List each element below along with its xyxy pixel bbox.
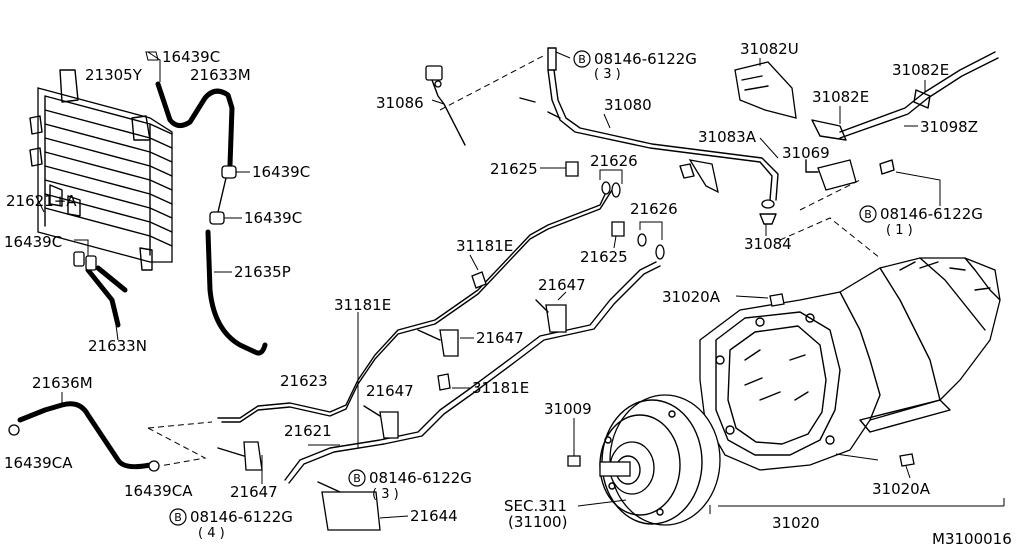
label-08146-bm-qty: ( 3 ) xyxy=(372,487,399,502)
label-31009: 31009 xyxy=(544,400,592,418)
mid-leaders xyxy=(261,254,567,519)
hose-21636m xyxy=(8,392,160,472)
label-21636m: 21636M xyxy=(32,374,93,392)
bolt-badge-top: B xyxy=(573,50,591,68)
tube-clamps xyxy=(217,271,567,531)
label-21626-b: 21626 xyxy=(630,200,678,218)
label-08146-bl-qty: ( 4 ) xyxy=(198,526,225,541)
bolt-badge-right: B xyxy=(859,205,877,223)
label-sec311-ref: (31100) xyxy=(508,513,567,531)
label-21647-bl: 21647 xyxy=(230,483,278,501)
hose-21633n xyxy=(85,265,128,341)
dipstick-31086 xyxy=(425,65,466,146)
label-16439c-left: 16439C xyxy=(4,233,62,251)
label-21633m: 21633M xyxy=(190,66,251,84)
bolt-badge-bl: B xyxy=(169,508,187,526)
label-21635p: 21635P xyxy=(234,263,291,281)
label-21621: 21621 xyxy=(284,422,332,440)
transmission-31020 xyxy=(699,257,1001,479)
hose-21635p xyxy=(205,229,268,356)
label-31084: 31084 xyxy=(744,235,792,253)
label-21633n: 21633N xyxy=(88,337,147,355)
label-21647-a: 21647 xyxy=(538,276,586,294)
label-sec311: SEC.311 xyxy=(504,497,567,515)
label-21621a: 21621+A xyxy=(6,192,77,210)
label-21647-mid: 21647 xyxy=(366,382,414,400)
label-31082e-b: 31082E xyxy=(812,88,869,106)
label-16439ca-left: 16439CA xyxy=(4,454,73,472)
label-16439c-top: 16439C xyxy=(162,48,220,66)
diagram-id: M3100016 xyxy=(932,530,1012,548)
label-21626-a: 21626 xyxy=(590,152,638,170)
clamp-16439c-mid xyxy=(209,165,250,225)
svg-text:B: B xyxy=(864,208,872,221)
label-08146-top: 08146-6122G xyxy=(594,50,697,68)
label-31020a-top: 31020A xyxy=(662,288,721,306)
label-08146-right-qty: ( 1 ) xyxy=(886,223,913,238)
label-08146-right: 08146-6122G xyxy=(880,205,983,223)
label-31181e-r: 31181E xyxy=(472,379,529,397)
label-31069: 31069 xyxy=(782,144,830,162)
filler-tube-31080 xyxy=(519,47,779,236)
label-31080: 31080 xyxy=(604,96,652,114)
label-31086: 31086 xyxy=(376,94,424,112)
label-08146-top-qty: ( 3 ) xyxy=(594,67,621,82)
label-08146-bm: 08146-6122G xyxy=(369,469,472,487)
tube-21623 xyxy=(217,187,613,423)
bolts-and-seals-21625-21626 xyxy=(540,161,695,260)
svg-text:B: B xyxy=(353,472,361,485)
part-labels: 16439C 21305Y 21633M 16439C 16439C 21621… xyxy=(4,40,1012,548)
dashed-connection-lines xyxy=(147,54,881,467)
label-31082e-a: 31082E xyxy=(892,61,949,79)
label-16439ca-right: 16439CA xyxy=(124,482,193,500)
label-31181e-mid: 31181E xyxy=(334,296,391,314)
label-08146-bl: 08146-6122G xyxy=(190,508,293,526)
label-16439c-mid2: 16439C xyxy=(244,209,302,227)
label-21644: 21644 xyxy=(410,507,458,525)
label-31020a-bot: 31020A xyxy=(872,480,931,498)
label-31082u: 31082U xyxy=(740,40,799,58)
bolt-badge-bm: B xyxy=(348,469,366,487)
oil-cooler-21305y xyxy=(29,69,173,271)
label-31083a: 31083A xyxy=(698,128,757,146)
label-21305y: 21305Y xyxy=(85,66,143,84)
label-21625-a: 21625 xyxy=(490,160,538,178)
label-21647-b: 21647 xyxy=(476,329,524,347)
label-21623: 21623 xyxy=(280,372,328,390)
hose-21633m xyxy=(145,51,235,168)
label-31020: 31020 xyxy=(772,514,820,532)
label-21625-b: 21625 xyxy=(580,248,628,266)
svg-text:B: B xyxy=(578,53,586,66)
clamp-16439c-left xyxy=(35,195,97,271)
tube-21621 xyxy=(284,261,661,484)
torque-converter-sec311 xyxy=(567,394,1005,526)
label-31098z: 31098Z xyxy=(920,118,978,136)
svg-text:B: B xyxy=(174,511,182,524)
label-31181e-top: 31181E xyxy=(456,237,513,255)
label-16439c-mid1: 16439C xyxy=(252,163,310,181)
shift-linkage xyxy=(734,51,999,206)
